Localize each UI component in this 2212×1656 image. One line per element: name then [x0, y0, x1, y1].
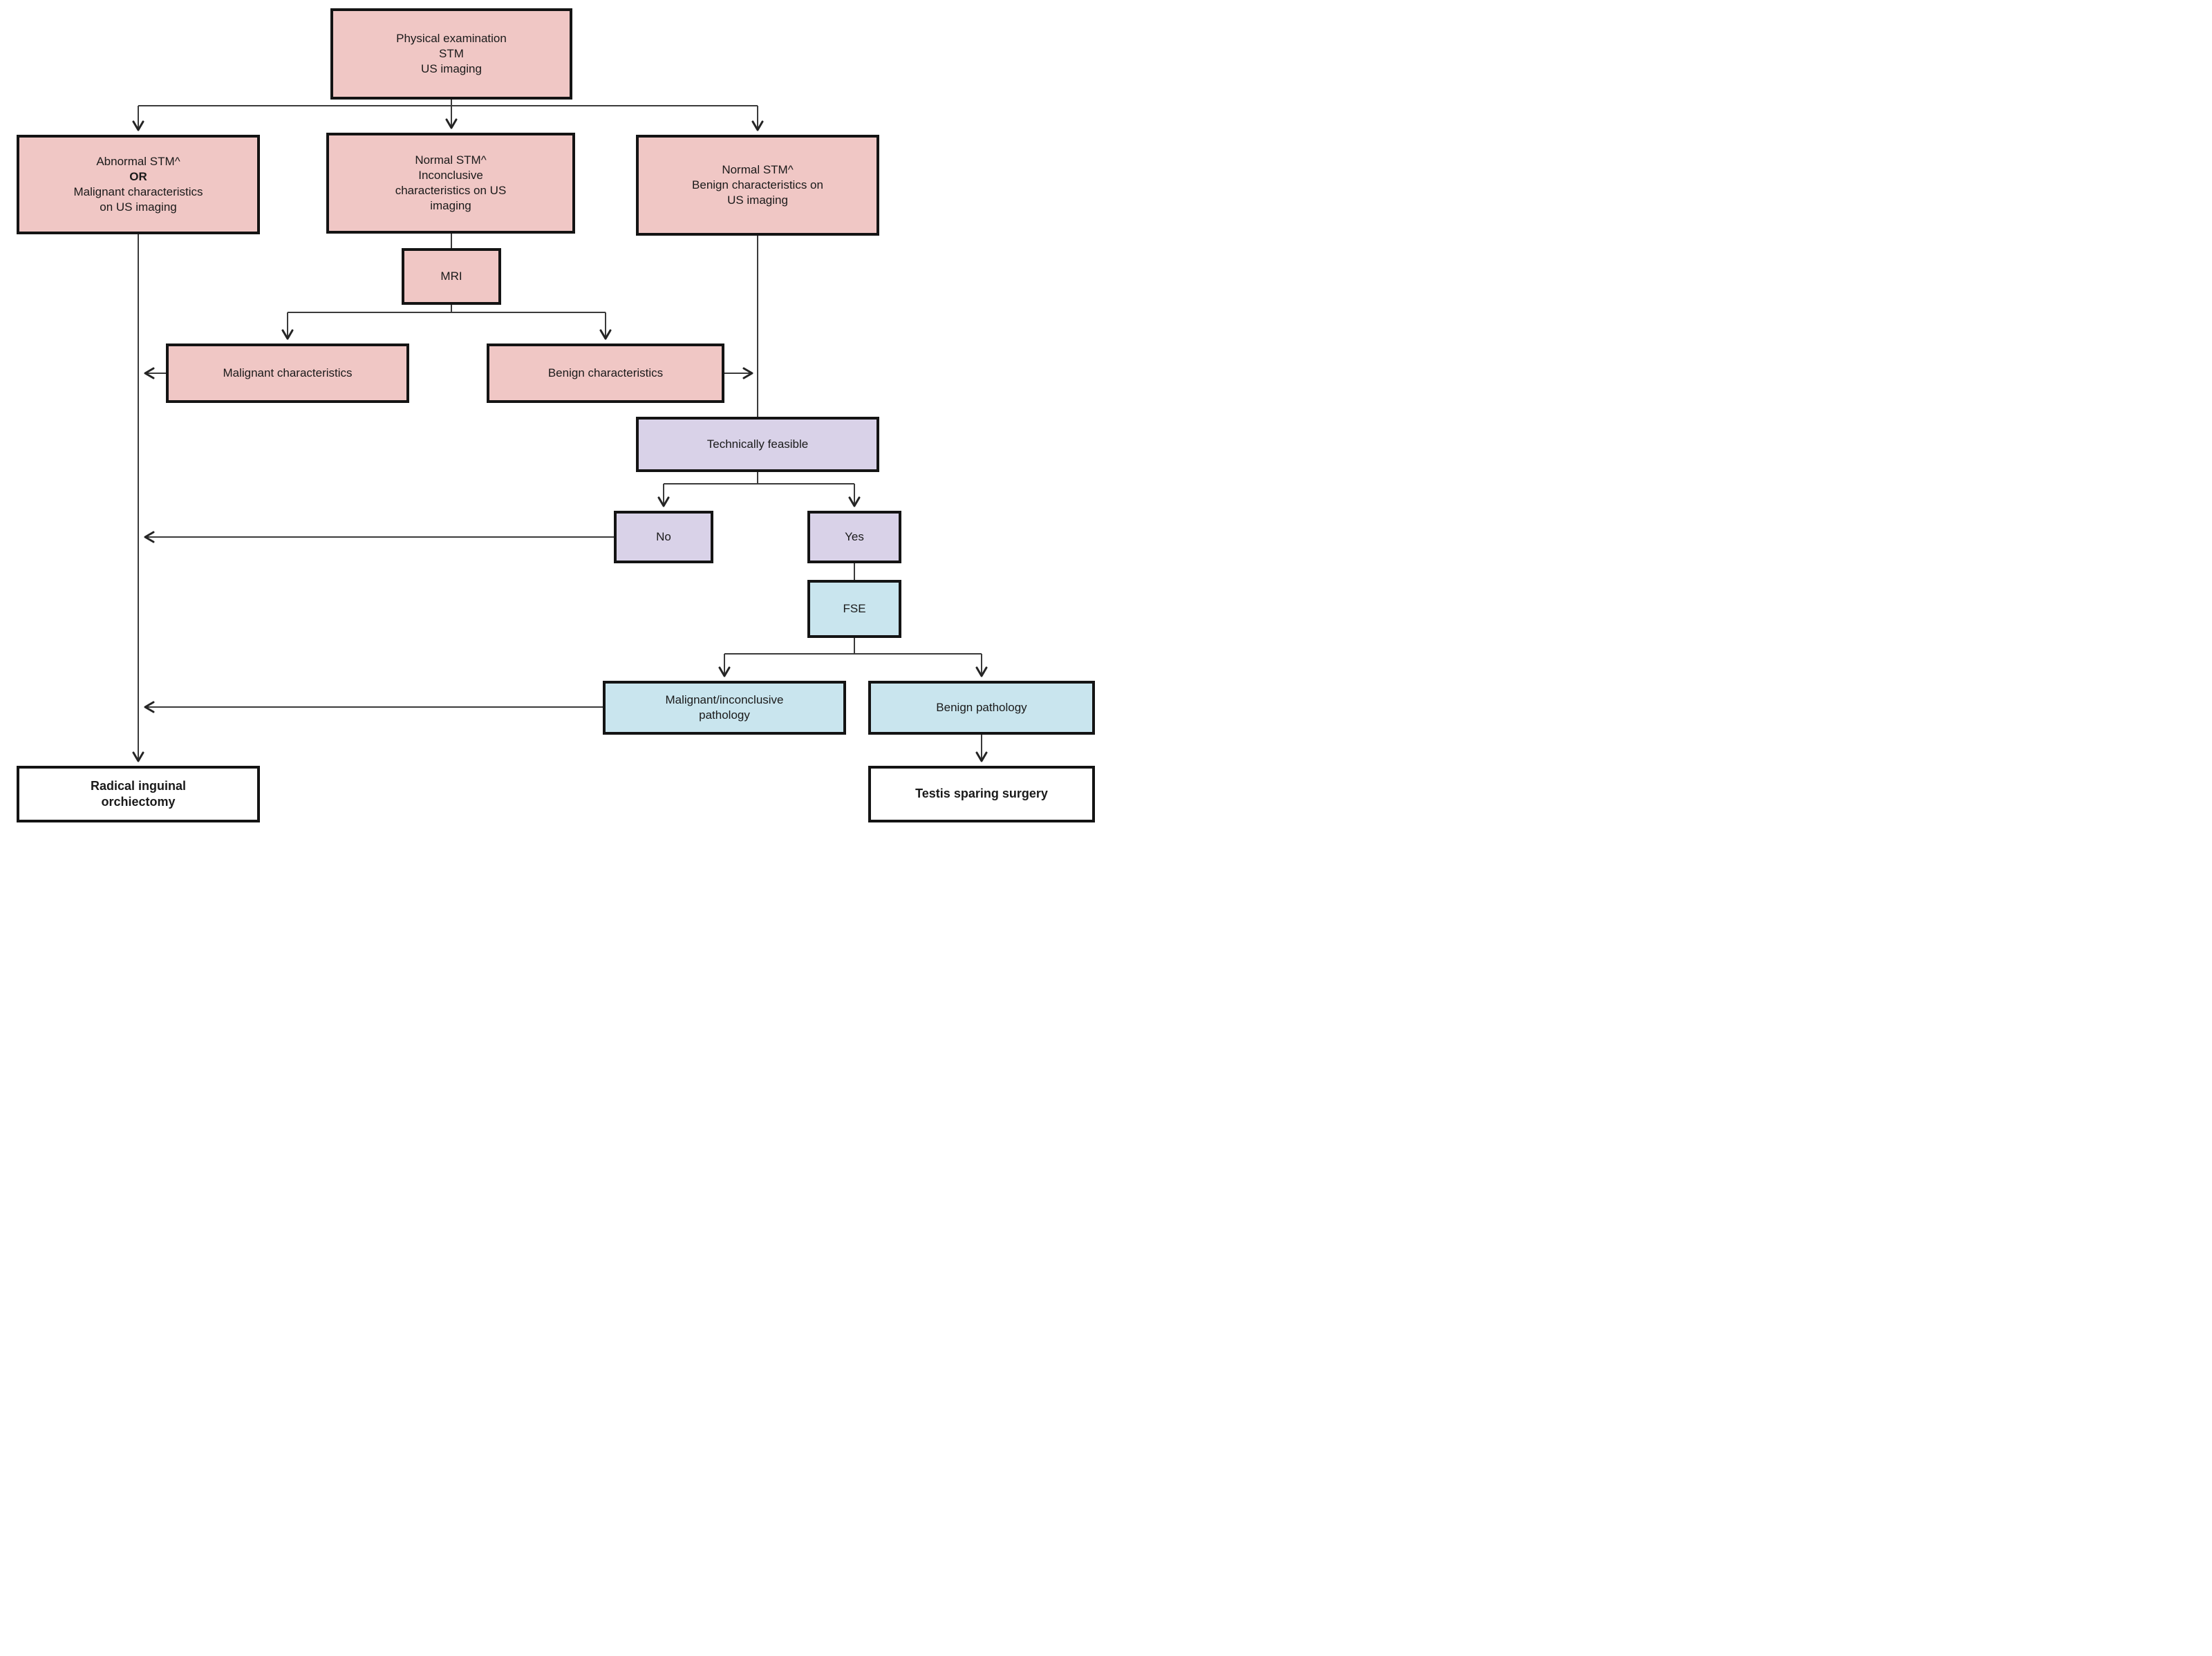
abnormal-line-1: Abnormal STM^ — [96, 154, 180, 168]
abnormal-line-or: OR — [129, 169, 147, 183]
node-fse: FSE — [807, 580, 901, 638]
node-yes: Yes — [807, 511, 901, 563]
node-radical-inguinal-orchiectomy: Radical inguinal orchiectomy — [17, 766, 260, 822]
node-malignant-pathology: Malignant/inconclusive pathology — [603, 681, 846, 735]
node-inconclusive-us: Normal STM^ Inconclusive characteristics… — [326, 133, 575, 234]
flowchart-canvas: Physical examination STM US imaging Abno… — [0, 0, 1106, 828]
node-benign-us: Normal STM^ Benign characteristics on US… — [636, 135, 879, 236]
node-benign-pathology: Benign pathology — [868, 681, 1095, 735]
node-technically-feasible: Technically feasible — [636, 417, 879, 472]
node-physical-examination: Physical examination STM US imaging — [330, 8, 572, 100]
node-no: No — [614, 511, 713, 563]
node-malignant-characteristics: Malignant characteristics — [166, 344, 409, 403]
node-testis-sparing-surgery: Testis sparing surgery — [868, 766, 1095, 822]
abnormal-line-2: Malignant characteristics on US imaging — [73, 185, 203, 214]
node-mri: MRI — [402, 248, 501, 305]
node-abnormal-stm: Abnormal STM^ OR Malignant characteristi… — [17, 135, 260, 234]
node-benign-characteristics: Benign characteristics — [487, 344, 724, 403]
